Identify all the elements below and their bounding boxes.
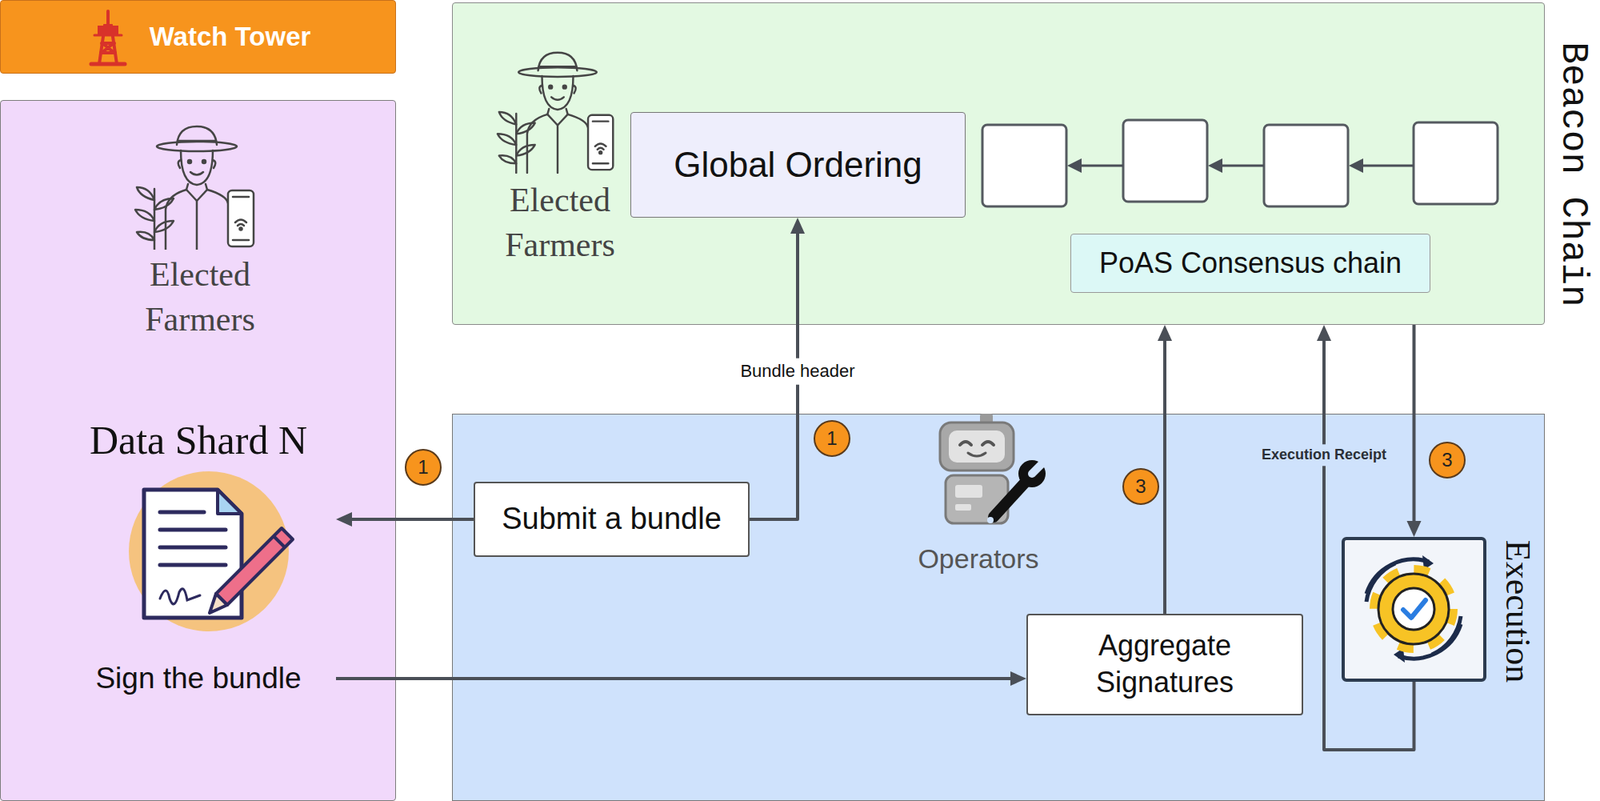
callout-number: 3 [1122, 468, 1160, 505]
process-box: Submit a bundle [473, 481, 750, 557]
node-title: PoAS Consensus chain [1099, 246, 1402, 280]
execution-box: Execution [1341, 536, 1487, 682]
document-icon [128, 471, 293, 632]
header-box: Watch Tower [0, 0, 396, 74]
connector-arrow [1157, 324, 1172, 614]
connector-line [1412, 324, 1416, 523]
connector-line [350, 517, 474, 521]
process-box: Global Ordering [630, 112, 966, 218]
connector-line [749, 232, 798, 520]
connector-arrow [336, 512, 474, 527]
node-title: Aggregate Signatures [1044, 627, 1285, 703]
farmer-icon [135, 126, 254, 250]
node-text: Beacon Chain [1554, 41, 1592, 307]
operators-panel: Operators Submit a bundleAggregate Signat… [452, 413, 1545, 801]
connector-arrow [336, 671, 1027, 686]
connector-line [1163, 339, 1167, 614]
connector-arrow [1316, 324, 1415, 750]
edge-label: Bundle header [736, 358, 859, 385]
execution-icon [1366, 555, 1461, 663]
arrow-head [336, 512, 352, 527]
callout-number: 1 [813, 420, 851, 457]
node-title: Elected Farmers [112, 252, 288, 343]
node-title: Execution [1500, 540, 1536, 683]
node-title: Global Ordering [673, 144, 923, 186]
node-title: Operators [917, 543, 1039, 575]
connector-arrow [749, 217, 805, 520]
connector-arrow [1407, 324, 1422, 537]
arrow-head [1157, 324, 1172, 341]
chain-arrows [1067, 158, 1414, 173]
node-title: Watch Tower [149, 21, 312, 52]
callout-number: 1 [404, 448, 442, 486]
arrow-head [1316, 324, 1332, 341]
edge-label: Execution Receipt [1257, 444, 1391, 466]
connector-line [336, 676, 1012, 680]
arrow-head [1407, 520, 1422, 537]
shard-panel: Elected FarmersData Shard N Sign the bund… [0, 100, 396, 801]
node-title: Elected Farmers [472, 178, 648, 268]
arrow-head [1010, 671, 1027, 686]
tower-icon [91, 11, 125, 64]
node-text: Sign the bundle [95, 661, 301, 696]
process-box: PoAS Consensus chain [1070, 233, 1431, 293]
robot-icon [940, 413, 1046, 524]
process-box: Aggregate Signatures [1026, 613, 1304, 716]
connector-line [1324, 339, 1415, 750]
node-title: Data Shard N [89, 417, 308, 464]
chain-blocks [982, 120, 1498, 207]
farmer-icon [497, 52, 613, 173]
data-shard-group: Data Shard N Sign the bundle [56, 412, 336, 704]
callout-number: 3 [1428, 441, 1466, 479]
node-title: Submit a bundle [501, 501, 722, 537]
beacon-panel: Elected FarmersBeacon ChainGlobal Orderi… [452, 2, 1545, 325]
arrow-head [790, 217, 805, 234]
